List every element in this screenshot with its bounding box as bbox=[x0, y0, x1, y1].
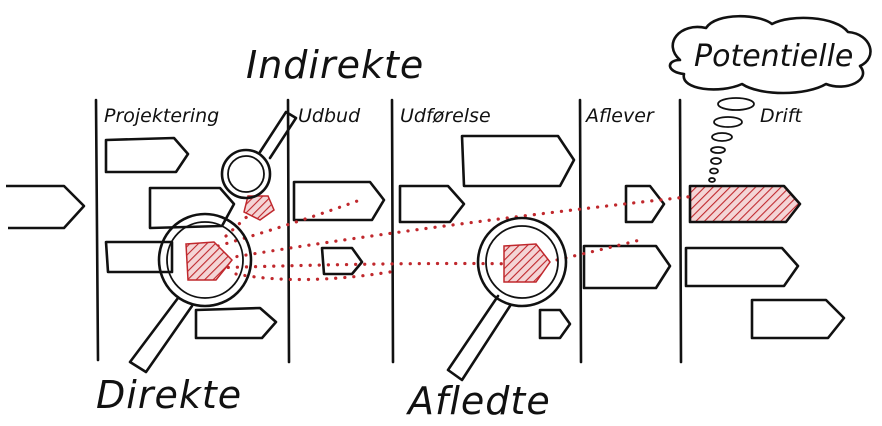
process-arrow bbox=[684, 246, 800, 288]
magnifier-indirect-icon bbox=[220, 110, 298, 200]
process-arrow bbox=[398, 184, 466, 224]
process-arrow bbox=[460, 134, 576, 188]
phase-label-projektering: Projektering bbox=[104, 105, 219, 127]
magnifier-direct-icon bbox=[128, 212, 253, 374]
magnifier-derived-icon bbox=[446, 216, 568, 382]
divider-line bbox=[678, 98, 683, 364]
label-direct: Direkte bbox=[96, 373, 242, 417]
process-arrow bbox=[750, 298, 846, 340]
connection-line bbox=[234, 270, 392, 282]
label-indirect: Indirekte bbox=[246, 43, 424, 87]
process-arrow bbox=[292, 180, 386, 222]
potential-outline bbox=[688, 184, 802, 224]
phase-labels: Projektering Udbud Udførelse Aflever Dri… bbox=[104, 105, 803, 127]
divider-line bbox=[578, 98, 583, 364]
phase-label-aflever: Aflever bbox=[584, 105, 655, 127]
divider-line bbox=[94, 98, 100, 362]
phase-label-drift: Drift bbox=[760, 105, 803, 127]
label-potential: Potentielle bbox=[694, 39, 853, 74]
process-arrow bbox=[624, 184, 666, 224]
process-arrow bbox=[538, 308, 572, 340]
connection-line bbox=[226, 194, 698, 260]
label-derived: Afledte bbox=[405, 379, 551, 423]
connection-line bbox=[208, 261, 522, 270]
process-arrow bbox=[6, 184, 86, 230]
process-arrow bbox=[582, 244, 672, 290]
phase-label-udfoerelse: Udførelse bbox=[400, 105, 491, 127]
highlighted-elements bbox=[243, 184, 802, 224]
process-arrow bbox=[148, 186, 236, 230]
potential-highlight bbox=[689, 185, 801, 223]
phase-dividers bbox=[94, 98, 683, 364]
process-arrow bbox=[104, 136, 190, 174]
thought-cloud-icon bbox=[668, 14, 872, 183]
divider-line bbox=[390, 98, 395, 364]
process-arrow bbox=[194, 306, 278, 340]
process-arrow bbox=[104, 240, 174, 274]
divider-line bbox=[286, 98, 291, 364]
phase-label-udbud: Udbud bbox=[298, 105, 361, 127]
process-arrows bbox=[6, 134, 846, 340]
indirect-highlight bbox=[243, 195, 275, 221]
connection-line bbox=[216, 198, 362, 248]
process-arrow bbox=[320, 246, 364, 276]
connection-line bbox=[224, 210, 254, 238]
